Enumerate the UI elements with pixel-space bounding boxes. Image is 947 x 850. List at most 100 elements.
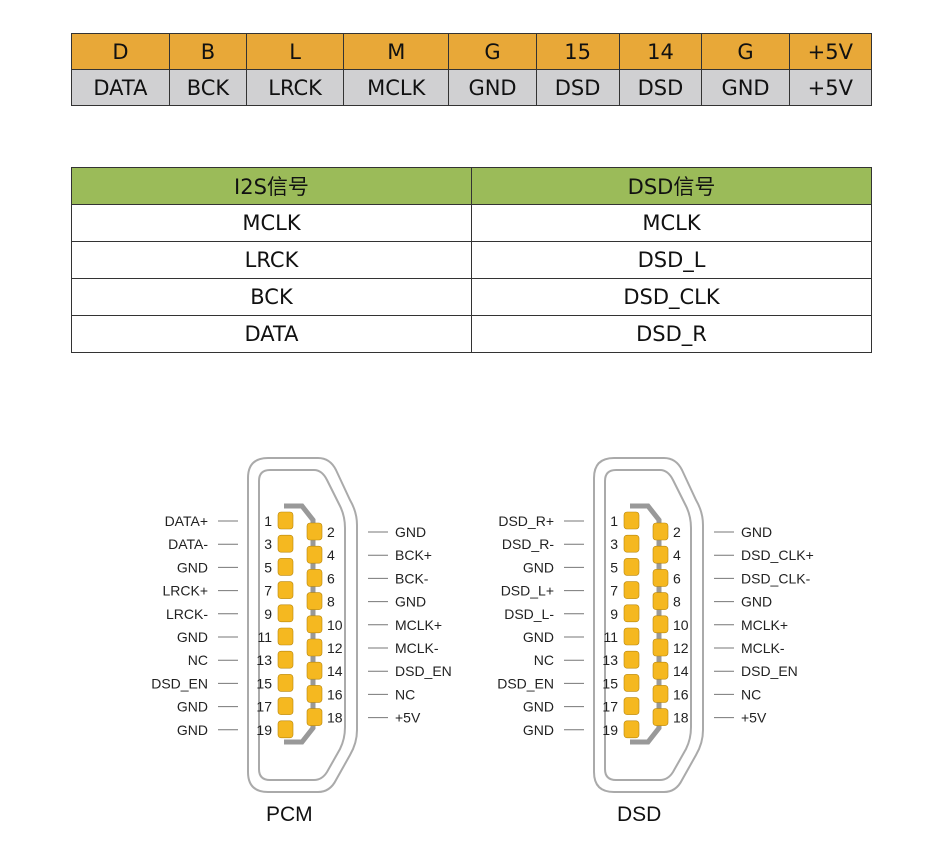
pin-label: DSD_L+ bbox=[501, 583, 554, 599]
pin-10 bbox=[306, 615, 323, 634]
pin-number: 16 bbox=[327, 686, 343, 702]
pin-label: GND bbox=[177, 559, 208, 575]
pin-18 bbox=[652, 708, 669, 726]
pin-8 bbox=[652, 592, 669, 610]
pin-3 bbox=[277, 534, 294, 553]
pin-label: BCK- bbox=[395, 570, 429, 586]
pin-label: MCLK+ bbox=[741, 617, 788, 633]
pin-label: DSD_L- bbox=[504, 606, 554, 622]
pin-6 bbox=[652, 569, 669, 587]
pin-label: GND bbox=[741, 524, 772, 540]
pin-number: 14 bbox=[673, 663, 689, 679]
pin-5 bbox=[277, 558, 294, 576]
pin-label: MCLK+ bbox=[395, 617, 442, 633]
pin-number: 14 bbox=[327, 663, 343, 679]
pin-label: GND bbox=[177, 629, 208, 645]
pcm-caption: PCM bbox=[266, 803, 313, 826]
pin-number: 2 bbox=[673, 524, 681, 540]
pin-number: 6 bbox=[673, 570, 681, 586]
pin-15 bbox=[623, 674, 640, 692]
pin-label: LRCK+ bbox=[162, 583, 208, 599]
pin-label: +5V bbox=[395, 710, 421, 726]
pin-number: 8 bbox=[673, 594, 681, 610]
pin-label: DATA+ bbox=[165, 513, 208, 529]
pin-number: 9 bbox=[610, 606, 618, 622]
pin-10 bbox=[652, 615, 669, 634]
pin-label: DSD_EN bbox=[395, 663, 452, 679]
table-cell: BCK bbox=[71, 278, 472, 316]
pin-label: GND bbox=[395, 594, 426, 610]
table-cell: DSD_L bbox=[471, 241, 872, 279]
pin-6 bbox=[306, 569, 323, 587]
pin-11 bbox=[277, 627, 294, 646]
pin-number: 13 bbox=[602, 652, 618, 668]
pin-number: 17 bbox=[602, 699, 618, 715]
pin-14 bbox=[652, 661, 669, 680]
pin-label: DSD_CLK- bbox=[741, 570, 811, 586]
pin-code-cell: 15 bbox=[535, 33, 620, 70]
pin-16 bbox=[306, 685, 323, 703]
pin-2 bbox=[306, 522, 323, 541]
pin-number: 11 bbox=[257, 629, 272, 645]
pin-4 bbox=[306, 545, 323, 564]
pin-label: MCLK- bbox=[741, 640, 785, 656]
dsd-caption: DSD bbox=[617, 803, 662, 826]
pin-signal-cell: DSD bbox=[535, 69, 620, 106]
pin-signal-cell: LRCK bbox=[246, 69, 345, 106]
pin-7 bbox=[623, 581, 640, 599]
pin-code-cell: B bbox=[168, 33, 248, 70]
pin-label: NC bbox=[188, 652, 208, 668]
pin-14 bbox=[306, 661, 323, 680]
pin-9 bbox=[623, 604, 640, 623]
pin-signal-cell: GND bbox=[448, 69, 537, 106]
pin-13 bbox=[623, 650, 640, 669]
connector-inner-outline bbox=[258, 469, 346, 781]
pin-number: 15 bbox=[602, 675, 618, 691]
pin-number: 10 bbox=[327, 617, 343, 633]
pin-number: 11 bbox=[603, 629, 618, 645]
pin-13 bbox=[277, 650, 294, 669]
pin-label: GND bbox=[523, 722, 554, 738]
pin-label: GND bbox=[177, 722, 208, 738]
pin-signal-cell: DATA bbox=[71, 69, 170, 106]
pin-12 bbox=[306, 638, 323, 657]
pin-number: 1 bbox=[610, 513, 618, 529]
pin-number: 10 bbox=[673, 617, 689, 633]
pin-12 bbox=[652, 638, 669, 657]
pin-16 bbox=[652, 685, 669, 703]
table-cell: LRCK bbox=[71, 241, 472, 279]
pin-number: 7 bbox=[264, 583, 272, 599]
pin-number: 18 bbox=[673, 710, 689, 726]
pin-17 bbox=[277, 697, 294, 715]
table-cell: DSD_R bbox=[471, 315, 872, 353]
pin-number: 18 bbox=[327, 710, 343, 726]
connector-outer-outline bbox=[593, 457, 704, 793]
pin-11 bbox=[623, 627, 640, 646]
pin-number: 1 bbox=[264, 513, 272, 529]
pin-label: GND bbox=[523, 699, 554, 715]
pin-3 bbox=[623, 534, 640, 553]
pin-signal-cell: BCK bbox=[168, 69, 248, 106]
pin-label: NC bbox=[741, 686, 761, 702]
pin-number: 4 bbox=[327, 547, 335, 563]
pin-label: DSD_EN bbox=[741, 663, 798, 679]
pin-label: DSD_CLK+ bbox=[741, 547, 814, 563]
pin-number: 15 bbox=[256, 675, 272, 691]
pcm-connector: 1DATA+3DATA-5GND7LRCK+9LRCK-11GND13NC15D… bbox=[151, 457, 452, 793]
pin-number: 8 bbox=[327, 594, 335, 610]
pin-number: 5 bbox=[610, 559, 618, 575]
pin-9 bbox=[277, 604, 294, 623]
pin-number: 12 bbox=[673, 640, 689, 656]
pin-17 bbox=[623, 697, 640, 715]
pin-15 bbox=[277, 674, 294, 692]
pin-code-cell: G bbox=[448, 33, 537, 70]
pin-19 bbox=[277, 720, 294, 739]
table-cell: DSD_CLK bbox=[471, 278, 872, 316]
